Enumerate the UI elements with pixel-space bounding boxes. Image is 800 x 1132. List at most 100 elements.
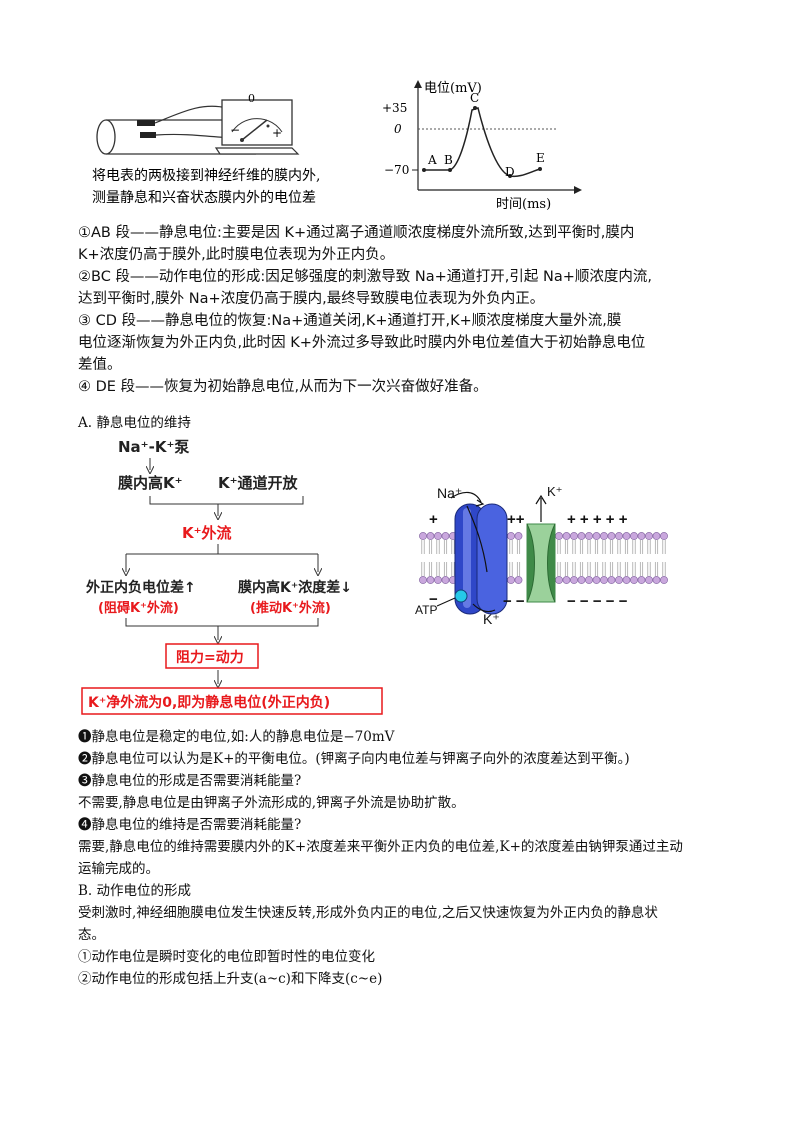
- charge-minus-mid: − −: [503, 593, 525, 610]
- lipid-head-outer: [441, 532, 450, 540]
- lipid-head-inner: [607, 576, 616, 584]
- meter-minus-label: −: [230, 123, 240, 137]
- flowchart-diagram: Na⁺-K⁺泵 膜内高K⁺ K⁺通道开放 K⁺外流 外正内负电位差↑ (阻碍K⁺…: [81, 438, 383, 715]
- figure1-caption-line1: 将电表的两极接到神经纤维的膜内外,: [92, 167, 320, 184]
- section-b-desc-line1: 受刺激时,神经细胞膜电位发生快速反转,形成外负内正的电位,之后又快速恢复为外正内…: [78, 905, 658, 921]
- lipid-head-outer: [600, 532, 608, 540]
- lipid-head-outer: [555, 532, 563, 540]
- lipid-head-inner: [622, 576, 631, 584]
- point-C: C: [470, 91, 479, 105]
- nerve-fiber-figure: 0 − + 将电表的两极接到神经纤维的膜内外, 测量静息和兴奋状态膜内外的电位差: [92, 92, 368, 212]
- potential-diff-note: (阻碍K⁺外流): [98, 600, 179, 616]
- section-b-point-2: ②动作电位的形成包括上升支(a~c)和下降支(c~e): [78, 971, 383, 987]
- resting-potential-flowchart: Na⁺-K⁺泵 膜内高K⁺ K⁺通道开放 K⁺外流 外正内负电位差↑ (阻碍K⁺…: [78, 430, 398, 720]
- nerve-fiber-diagram: 0 − + 将电表的两极接到神经纤维的膜内外, 测量静息和兴奋状态膜内外的电位差: [92, 92, 320, 206]
- lipid-head-inner: [652, 576, 661, 584]
- note-4-answer-line2: 运输完成的。: [78, 861, 159, 877]
- phase-ab: ①AB 段——静息电位:主要是因 K+通过离子通道顺浓度梯度外流所致,达到平衡时…: [78, 225, 635, 263]
- lipid-head-outer: [577, 532, 586, 540]
- k-efflux-label: K⁺外流: [182, 524, 232, 542]
- meter-plus-label: +: [272, 126, 282, 140]
- lipid-head-inner: [562, 576, 571, 584]
- lipid-head-inner: [577, 576, 586, 584]
- note-4-answer-line1: 需要,静息电位的维持需要膜内外的K+浓度差来平衡外正内负的电位差,K+的浓度差由…: [78, 839, 683, 855]
- lipid-head-inner: [426, 576, 435, 584]
- lipid-head-outer: [562, 532, 571, 540]
- lipid-head-outer: [637, 532, 646, 540]
- lipid-head-outer: [585, 532, 593, 540]
- action-potential-graph: 电位(mV) +35 0 −70 A B C D E 时间(ms): [368, 72, 598, 212]
- lipid-head-inner: [592, 576, 601, 584]
- section-b-point-1: ①动作电位是瞬时变化的电位即暂时性的电位变化: [78, 949, 375, 965]
- lipid-head-outer: [514, 532, 523, 540]
- lipid-head-outer: [652, 532, 661, 540]
- na-ion-label: Na⁺: [437, 485, 462, 501]
- result-label: K⁺净外流为0,即为静息电位(外正内负): [88, 694, 330, 711]
- charge-plus-left: +: [429, 511, 438, 528]
- point-E: E: [536, 151, 545, 165]
- lipid-head-outer: [592, 532, 601, 540]
- potential-diff-label: 外正内负电位差↑: [86, 579, 196, 596]
- high-k-inside-label: 膜内高K⁺: [118, 474, 183, 492]
- lipid-head-outer: [434, 532, 442, 540]
- note-3-answer: 不需要,静息电位是由钾离子外流形成的,钾离子外流是协助扩散。: [78, 795, 465, 811]
- y-tick-minus70: −70: [384, 163, 409, 177]
- lipid-head-inner: [570, 576, 578, 584]
- lipid-head-inner: [600, 576, 608, 584]
- k-ion-top-label: K⁺: [547, 484, 563, 499]
- lipid-head-inner: [615, 576, 623, 584]
- lipid-head-inner: [660, 576, 668, 584]
- meter-zero-label: 0: [248, 92, 255, 105]
- lipid-head-outer: [615, 532, 623, 540]
- lipid-head-inner: [419, 576, 427, 584]
- phase-bc: ②BC 段——动作电位的形成:因足够强度的刺激导致 Na+通道打开,引起 Na+…: [78, 269, 653, 307]
- lipid-head-outer: [426, 532, 435, 540]
- lipid-head-inner: [637, 576, 646, 584]
- section-b-desc-line2: 态。: [78, 927, 105, 943]
- note-4: ❹静息电位的维持是否需要消耗能量?: [78, 817, 302, 833]
- lipid-head-outer: [570, 532, 578, 540]
- y-tick-zero: 0: [394, 122, 402, 136]
- y-axis-label: 电位(mV): [424, 81, 482, 96]
- membrane-channel-figure: Na⁺ K⁺ K⁺ ATP + ++ + + + + + − − − − − −…: [415, 484, 675, 632]
- lipid-head-outer: [419, 532, 427, 540]
- lipid-head-outer: [660, 532, 668, 540]
- action-potential-plot: 电位(mV) +35 0 −70 A B C D E 时间(ms): [382, 80, 582, 212]
- lipid-head-outer: [645, 532, 653, 540]
- lipid-head-inner: [585, 576, 593, 584]
- lipid-head-outer: [622, 532, 631, 540]
- x-axis-label: 时间(ms): [496, 197, 551, 212]
- y-tick-plus35: +35: [382, 101, 407, 115]
- membrane-diagram: Na⁺ K⁺ K⁺ ATP + ++ + + + + + − − − − − −…: [415, 484, 668, 627]
- point-D: D: [505, 165, 515, 179]
- balance-label: 阻力=动力: [176, 649, 244, 666]
- phase-cd: ③ CD 段——静息电位的恢复:Na+通道关闭,K+通道打开,K+顺浓度梯度大量…: [78, 313, 646, 373]
- k-channel-open-label: K⁺通道开放: [218, 474, 299, 492]
- phase-descriptions: ①AB 段——静息电位:主要是因 K+通过离子通道顺浓度梯度外流所致,达到平衡时…: [78, 222, 738, 398]
- lipid-head-inner: [645, 576, 653, 584]
- charge-minus-left: −: [429, 591, 438, 608]
- charge-minus-right: − − − − −: [567, 593, 628, 610]
- phase-de: ④ DE 段——恢复为初始静息电位,从而为下一次兴奋做好准备。: [78, 379, 488, 395]
- point-A: A: [427, 153, 437, 167]
- lipid-head-inner: [630, 576, 638, 584]
- pump-label: Na⁺-K⁺泵: [118, 438, 189, 456]
- conc-diff-note: (推动K⁺外流): [250, 600, 331, 616]
- lipid-head-inner: [434, 576, 442, 584]
- lipid-head-inner: [441, 576, 450, 584]
- lipid-head-inner: [555, 576, 563, 584]
- note-2: ❷静息电位可以认为是K+的平衡电位。(钾离子向内电位差与钾离子向外的浓度差达到平…: [78, 751, 630, 767]
- conc-diff-label: 膜内高K⁺浓度差↓: [238, 579, 352, 596]
- point-B: B: [444, 153, 453, 167]
- lipid-head-outer: [630, 532, 638, 540]
- charge-plus-mid: ++: [507, 511, 525, 528]
- figure1-caption-line2: 测量静息和兴奋状态膜内外的电位差: [92, 189, 316, 206]
- note-1: ❶静息电位是稳定的电位,如:人的静息电位是−70mV: [78, 729, 395, 745]
- atp-label: ATP: [415, 603, 437, 617]
- charge-plus-right: + + + + +: [567, 511, 628, 528]
- lipid-head-inner: [507, 576, 515, 584]
- lipid-head-outer: [507, 532, 515, 540]
- note-3: ❸静息电位的形成是否需要消耗能量?: [78, 773, 302, 789]
- section-a-title: A. 静息电位的维持: [78, 415, 191, 431]
- lipid-head-outer: [607, 532, 616, 540]
